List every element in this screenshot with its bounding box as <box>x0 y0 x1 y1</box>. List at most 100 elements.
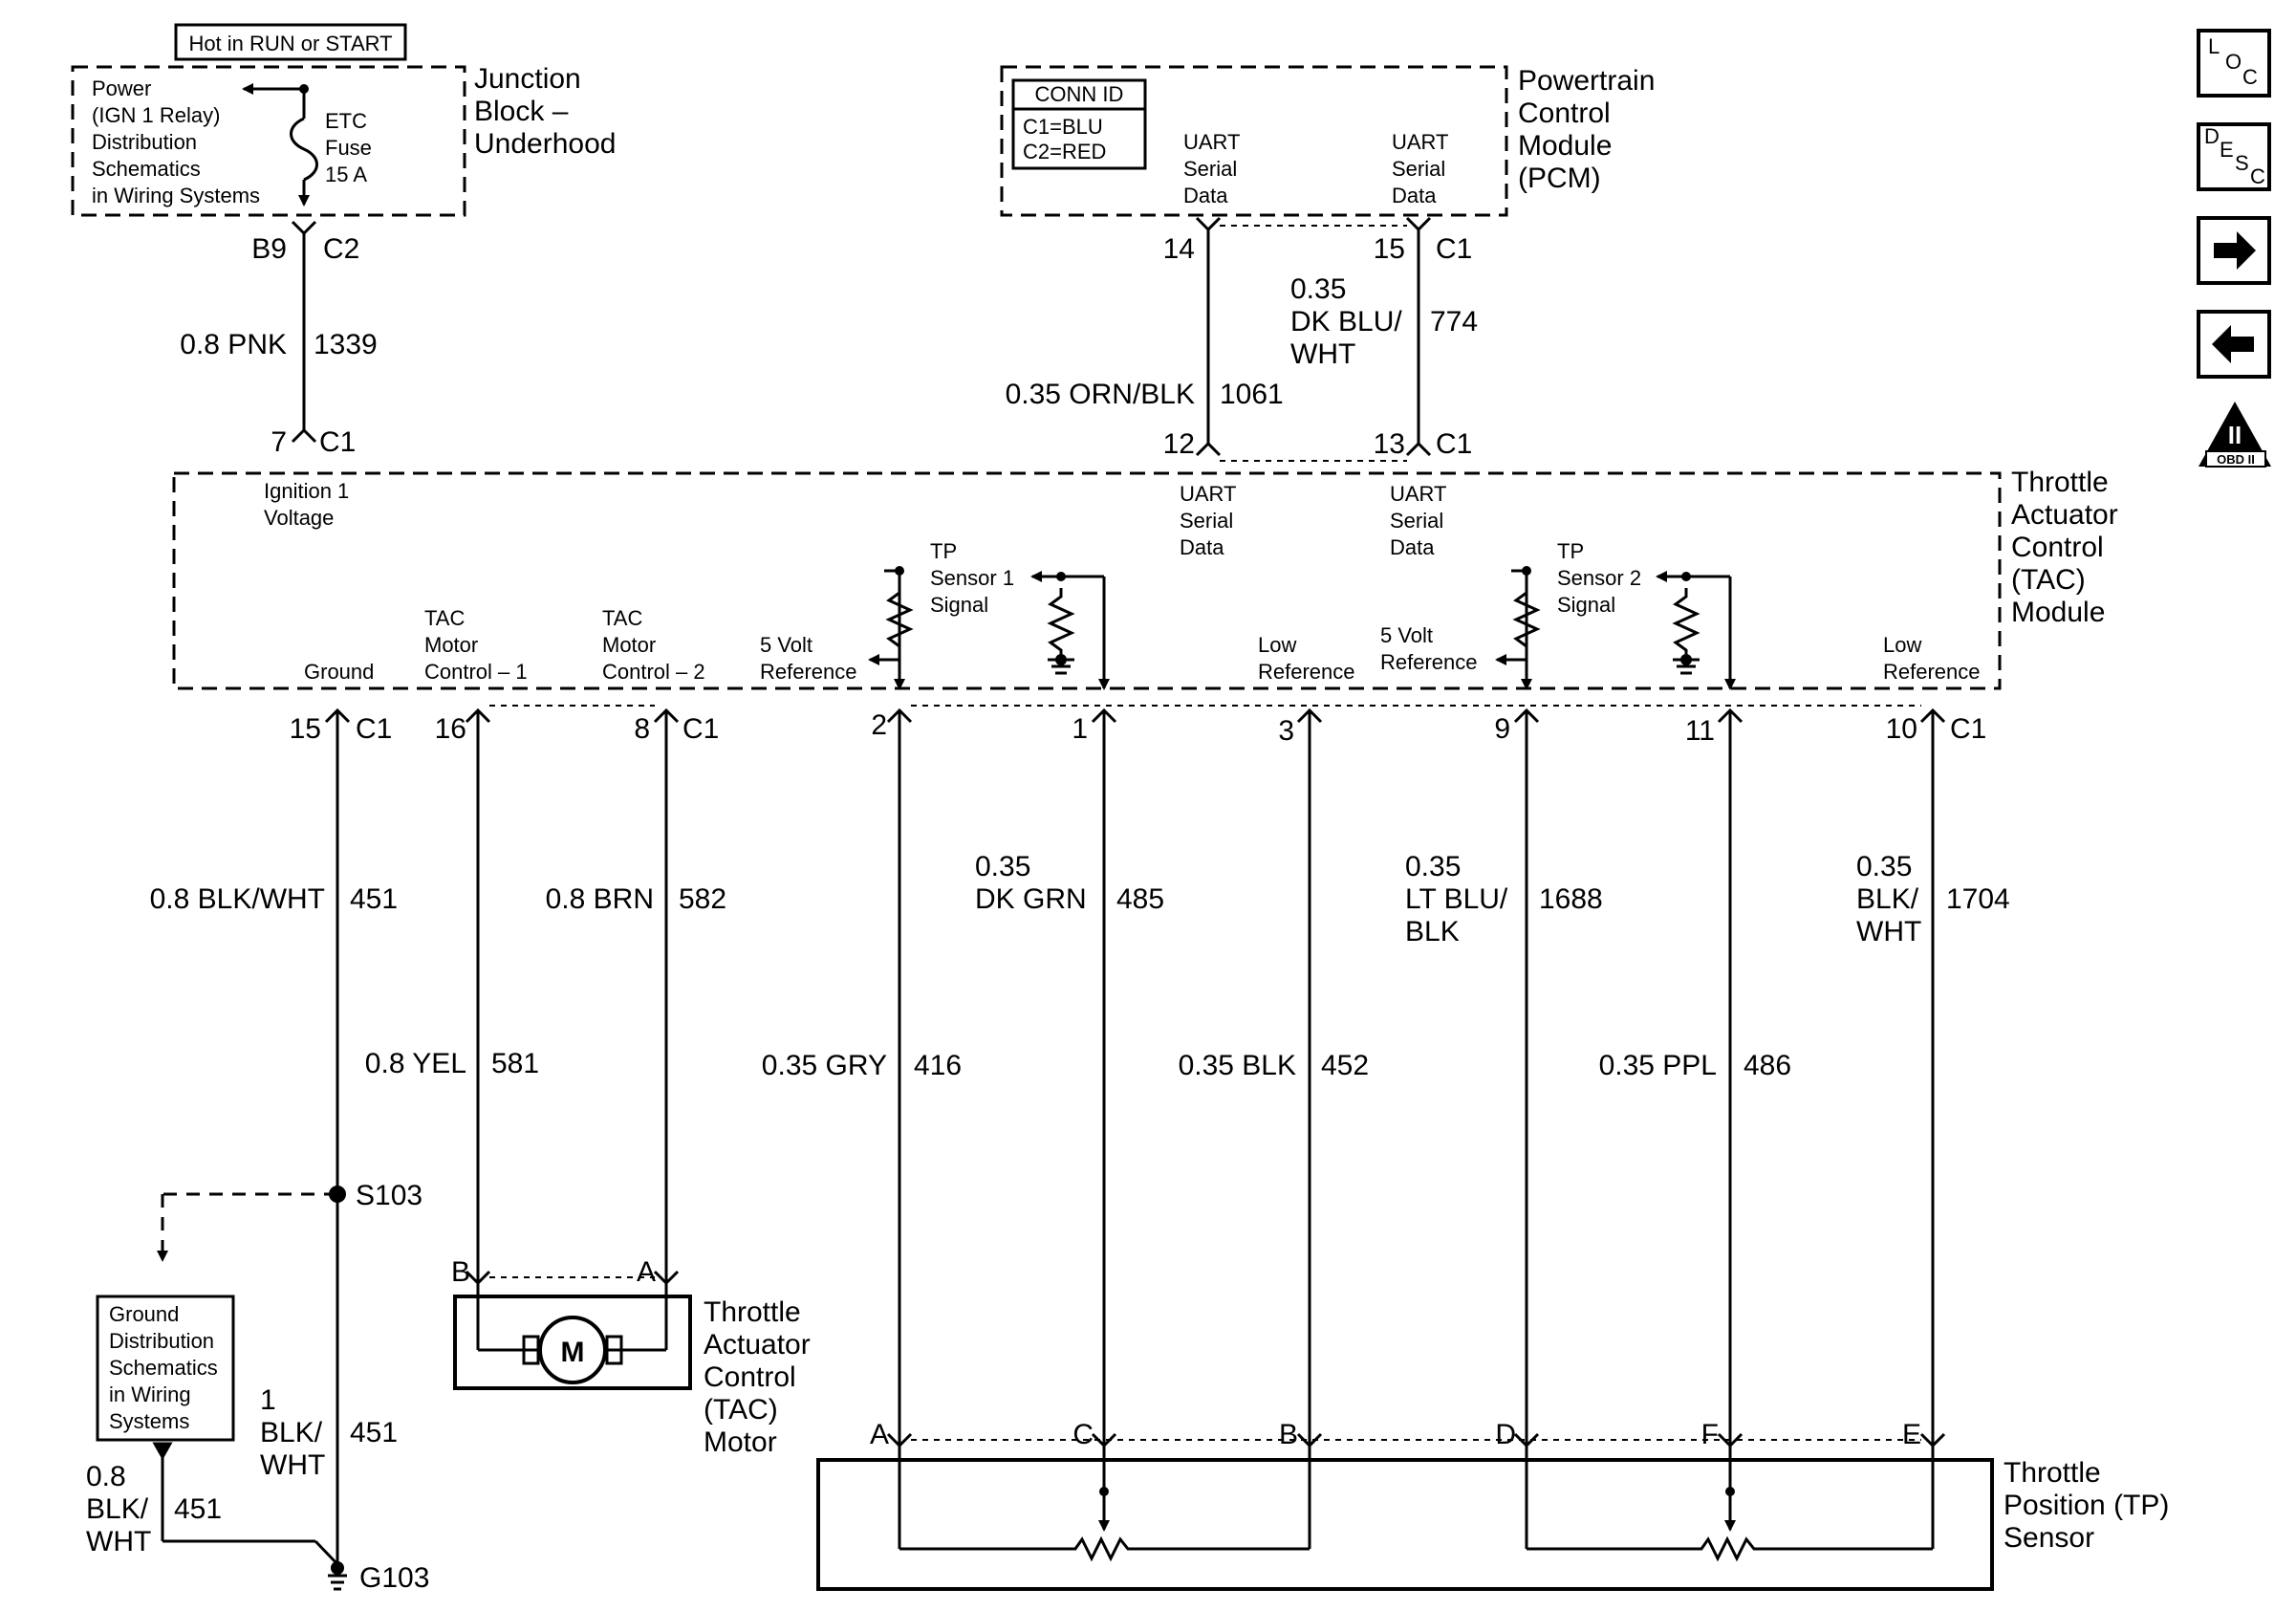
svg-text:Control: Control <box>2011 532 2104 563</box>
wire-1704-size: 0.35 BLK/ WHT <box>1856 851 1921 947</box>
svg-text:Sensor 1: Sensor 1 <box>930 566 1014 590</box>
svg-text:Ground: Ground <box>109 1302 179 1326</box>
svg-text:Underhood: Underhood <box>474 128 616 160</box>
ground-g103-label: G103 <box>359 1562 429 1594</box>
wire-486-circuit: 486 <box>1744 1050 1791 1081</box>
loc-button[interactable]: L O C <box>2197 29 2271 98</box>
wire-452-circuit: 452 <box>1321 1050 1369 1081</box>
svg-text:D: D <box>2204 124 2220 148</box>
svg-text:(TAC): (TAC) <box>2011 564 2086 596</box>
wire-582-size: 0.8 BRN <box>546 883 654 915</box>
tac-module-title: Throttle Actuator Control (TAC) Module <box>2011 467 2118 628</box>
wire-452-size: 0.35 BLK <box>1179 1050 1296 1081</box>
svg-text:15: 15 <box>290 713 321 745</box>
pcm-conn-c1: C1 <box>1436 233 1472 265</box>
svg-text:LT BLU/: LT BLU/ <box>1405 883 1508 915</box>
wire-1688-size: 0.35 LT BLU/ BLK <box>1405 851 1508 947</box>
motor-control-1-label: TAC Motor Control – 1 <box>424 606 528 684</box>
svg-text:Motor: Motor <box>424 633 478 657</box>
tp-sensor-title: Throttle Position (TP) Sensor <box>2004 1457 2169 1554</box>
tac-uart-right: UART Serial Data <box>1390 482 1447 559</box>
svg-text:A: A <box>870 1419 889 1450</box>
pcm-uart-right: UART Serial Data <box>1392 130 1449 207</box>
svg-text:Low: Low <box>1883 633 1921 657</box>
svg-text:C1: C1 <box>356 713 392 745</box>
svg-text:Position (TP): Position (TP) <box>2004 1490 2169 1521</box>
ground-dist-text: Ground Distribution Schematics in Wiring… <box>109 1302 218 1433</box>
obd-ii-button[interactable]: II OBD II <box>2199 402 2271 468</box>
wire-451-size: 0.8 BLK/WHT <box>150 883 325 915</box>
svg-text:Actuator: Actuator <box>704 1329 811 1361</box>
svg-text:Power: Power <box>92 76 151 100</box>
svg-text:Motor: Motor <box>602 633 656 657</box>
etc-fuse-label: ETC Fuse 15 A <box>325 109 372 186</box>
svg-text:II: II <box>2228 421 2242 449</box>
svg-text:Module: Module <box>2011 597 2105 628</box>
svg-text:Control: Control <box>704 1361 796 1393</box>
svg-text:Serial: Serial <box>1392 157 1445 181</box>
svg-text:Sensor 2: Sensor 2 <box>1557 566 1641 590</box>
wire-1704-circuit: 1704 <box>1946 883 2010 915</box>
pcm-box <box>1000 65 1508 217</box>
svg-text:9: 9 <box>1494 713 1510 745</box>
svg-text:in Wiring Systems: in Wiring Systems <box>92 184 260 207</box>
svg-text:Throttle: Throttle <box>2004 1457 2101 1489</box>
wire-416-size: 0.35 GRY <box>762 1050 887 1081</box>
tac-pin-13: 13 <box>1374 428 1405 460</box>
svg-text:Data: Data <box>1183 184 1228 207</box>
svg-text:WHT: WHT <box>86 1526 151 1557</box>
ref2-label: 5 Volt Reference <box>1380 623 1478 674</box>
desc-button[interactable]: D E S C <box>2197 122 2271 191</box>
svg-text:C1=BLU: C1=BLU <box>1023 115 1103 139</box>
power-distribution-text: Power (IGN 1 Relay) Distribution Schemat… <box>92 76 260 207</box>
svg-text:(IGN 1 Relay): (IGN 1 Relay) <box>92 103 220 127</box>
pcm-uart-left: UART Serial Data <box>1183 130 1241 207</box>
pcm-pin-14: 14 <box>1163 233 1195 265</box>
wire-451-gnd-size: 0.8 BLK/ WHT <box>86 1461 151 1557</box>
tp-sensor-box <box>816 1458 1994 1591</box>
motor-control-2-label: TAC Motor Control – 2 <box>602 606 705 684</box>
svg-text:3: 3 <box>1278 715 1294 747</box>
tac-pin-12: 12 <box>1163 428 1195 460</box>
svg-text:Reference: Reference <box>760 660 857 684</box>
tac-module-box <box>172 471 2002 690</box>
hot-in-run-box <box>174 23 407 61</box>
svg-text:D: D <box>1495 1419 1516 1450</box>
svg-text:Throttle: Throttle <box>2011 467 2109 498</box>
svg-text:BLK/: BLK/ <box>1856 883 1919 915</box>
svg-text:C: C <box>2242 65 2258 89</box>
svg-text:CONN ID: CONN ID <box>1035 82 1124 106</box>
svg-text:(TAC): (TAC) <box>704 1394 778 1426</box>
low-ref1-label: Low Reference <box>1258 633 1355 684</box>
wire-486-size: 0.35 PPL <box>1599 1050 1717 1081</box>
svg-text:Data: Data <box>1390 535 1435 559</box>
wire-582-circuit: 582 <box>679 883 726 915</box>
tac-bottom-pins: 15 C1 16 8 C1 2 1 3 9 11 10 C1 <box>290 709 1987 747</box>
svg-text:Serial: Serial <box>1390 509 1443 533</box>
next-arrow-button[interactable] <box>2197 216 2271 285</box>
svg-text:Powertrain: Powertrain <box>1518 65 1655 97</box>
prev-arrow-button[interactable] <box>2197 310 2271 379</box>
motor-symbol <box>538 1316 607 1384</box>
svg-text:C2=RED: C2=RED <box>1023 140 1106 163</box>
svg-text:Motor: Motor <box>704 1426 777 1458</box>
tac-conn-c1-top: C1 <box>1436 428 1472 460</box>
svg-text:ETC: ETC <box>325 109 367 133</box>
ground-label: Ground <box>304 660 374 684</box>
svg-text:Fuse: Fuse <box>325 136 372 160</box>
svg-text:in Wiring: in Wiring <box>109 1382 191 1406</box>
svg-text:Serial: Serial <box>1180 509 1233 533</box>
junction-block-title: Junction Block – Underhood <box>474 63 616 160</box>
svg-text:TAC: TAC <box>424 606 465 630</box>
wire-581-size: 0.8 YEL <box>365 1048 466 1079</box>
svg-text:UART: UART <box>1183 130 1241 154</box>
junction-block-box <box>71 65 466 217</box>
wire-451-lower-size: 1 BLK/ WHT <box>260 1384 325 1481</box>
wire-774-size: 0.35 DK BLU/ WHT <box>1290 273 1402 370</box>
svg-text:Schematics: Schematics <box>92 157 201 181</box>
svg-text:Control: Control <box>1518 98 1611 129</box>
svg-text:5 Volt: 5 Volt <box>1380 623 1433 647</box>
wire-485-circuit: 485 <box>1116 883 1164 915</box>
splice-s103-dot <box>329 1186 346 1203</box>
